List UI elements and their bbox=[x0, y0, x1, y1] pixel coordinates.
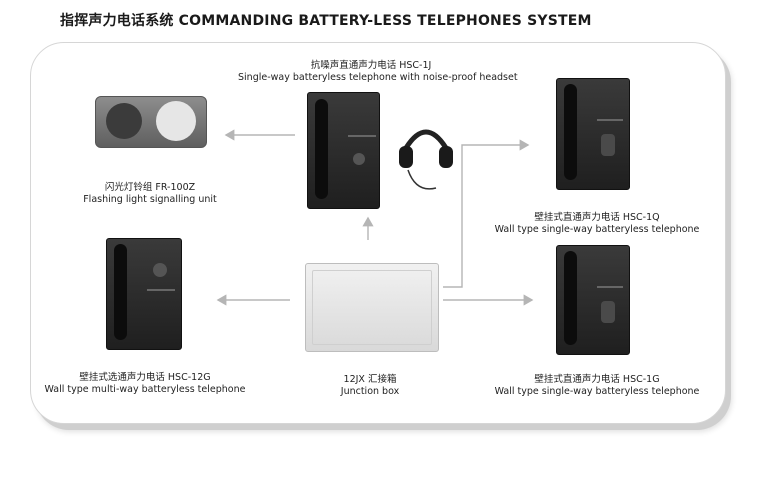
hsc1g-cn-label: 壁挂式直通声力电话 HSC-1G bbox=[534, 374, 660, 385]
hsc1q-phone-image bbox=[556, 78, 630, 190]
flash-unit-label: 闪光灯铃组 FR-100Z Flashing light signalling … bbox=[60, 182, 240, 206]
hsc1q-en-label: Wall type single-way batteryless telepho… bbox=[494, 224, 700, 235]
junction-box-en-label: Junction box bbox=[340, 386, 400, 397]
flash-unit-image bbox=[95, 96, 207, 148]
junction-box-cn-label: 12JX 汇接箱 bbox=[343, 374, 397, 385]
hsc1g-en-label: Wall type single-way batteryless telepho… bbox=[494, 386, 700, 397]
hsc1g-phone-image bbox=[556, 245, 630, 355]
hsc1j-label: 抗噪声直通声力电话 HSC-1J Single-way batteryless … bbox=[238, 60, 518, 84]
hsc12g-label: 壁挂式选通声力电话 HSC-12G Wall type multi-way ba… bbox=[30, 372, 260, 396]
hsc1j-en-label: Single-way batteryless telephone with no… bbox=[238, 72, 518, 83]
hsc1j-phone-image bbox=[307, 92, 380, 209]
hsc1j-cn-label: 抗噪声直通声力电话 HSC-1J bbox=[310, 60, 432, 71]
junction-box-image bbox=[305, 263, 439, 352]
flash-unit-cn-label: 闪光灯铃组 FR-100Z bbox=[104, 182, 196, 193]
hsc12g-cn-label: 壁挂式选通声力电话 HSC-12G bbox=[79, 372, 211, 383]
headset-image bbox=[399, 129, 453, 190]
hsc12g-phone-image bbox=[106, 238, 182, 350]
diagram-title: 指挥声力电话系统 COMMANDING BATTERY-LESS TELEPHO… bbox=[60, 13, 592, 29]
hsc1q-cn-label: 壁挂式直通声力电话 HSC-1Q bbox=[534, 212, 660, 223]
junction-box-label: 12JX 汇接箱 Junction box bbox=[300, 374, 440, 398]
hsc1g-label: 壁挂式直通声力电话 HSC-1G Wall type single-way ba… bbox=[487, 374, 707, 398]
hsc1q-label: 壁挂式直通声力电话 HSC-1Q Wall type single-way ba… bbox=[487, 212, 707, 236]
arrow-to-hsc1q bbox=[443, 139, 530, 288]
hsc12g-en-label: Wall type multi-way batteryless telephon… bbox=[44, 384, 246, 395]
flash-unit-en-label: Flashing light signalling unit bbox=[83, 194, 217, 205]
